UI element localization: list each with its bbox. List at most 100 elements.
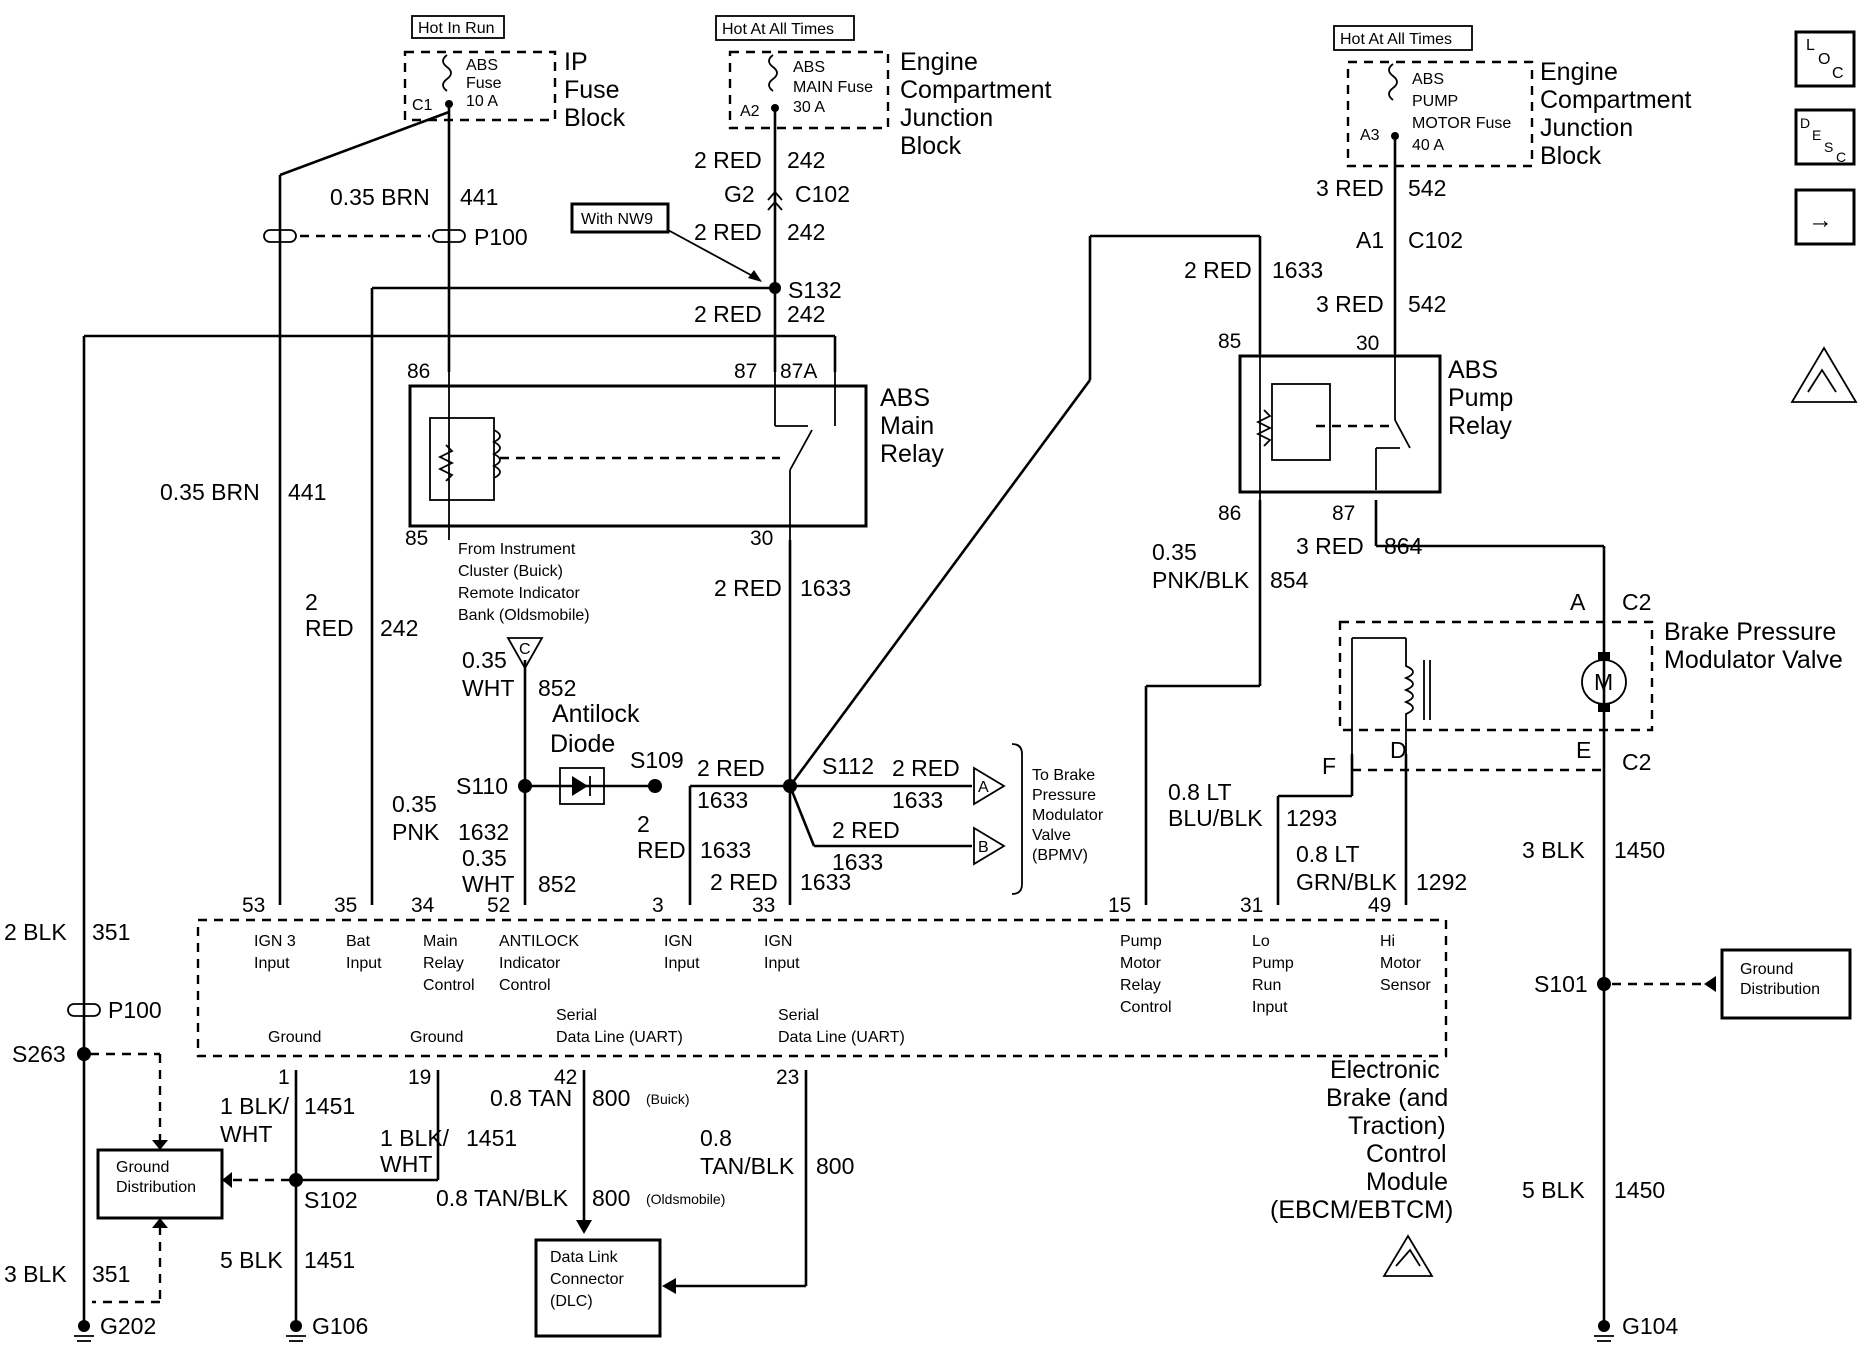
main-relay-pin-86: 86 <box>407 360 430 383</box>
ecjb-label-1: Engine <box>900 48 978 76</box>
p100-bottom-label: P100 <box>108 997 162 1023</box>
svg-text:O: O <box>1818 51 1830 68</box>
wire-1292-a: 0.8 LT <box>1296 841 1360 867</box>
wire-351-num-a: 351 <box>92 919 130 945</box>
s102-label: S102 <box>304 1187 358 1213</box>
pump-relay-name-3: Relay <box>1448 412 1512 440</box>
module-name-5: Module <box>1366 1168 1448 1196</box>
ecjb2-label-4: Block <box>1540 142 1602 170</box>
module-pin-label-53-0: IGN 3 <box>254 933 296 950</box>
wire-1633-h1-num: 1633 <box>892 787 943 813</box>
module-pin-label-49-1: Motor <box>1380 955 1422 972</box>
module-bottom-pin-label-19-0: Ground <box>410 1029 463 1046</box>
c2-a-label: C2 <box>1622 589 1651 615</box>
wire-242-b-num: 242 <box>787 219 825 245</box>
wire-852-num-b: 852 <box>538 871 576 897</box>
abs-pump-fuse-line3: MOTOR Fuse <box>1412 115 1511 132</box>
wire-1633-h3-color: 2 RED <box>832 817 900 843</box>
a1-label: A1 <box>1356 227 1384 253</box>
abs-pump-fuse-line1: ABS <box>1412 71 1444 88</box>
abs-main-relay: 86 85 87 87A 30 ABS Main Relay <box>405 360 944 550</box>
motor-label: M <box>1594 669 1613 695</box>
wire-854-num: 854 <box>1270 567 1309 593</box>
svg-text:S: S <box>1824 139 1833 155</box>
wire-351-a: 2 BLK <box>4 919 67 945</box>
ecjb-label-2: Compartment <box>900 76 1051 104</box>
wire-441-color: 0.35 BRN <box>330 184 430 210</box>
module-pin-52: 52 <box>487 894 510 917</box>
wire-854-b: PNK/BLK <box>1152 567 1250 593</box>
c102-label: C102 <box>795 181 850 207</box>
wire-1292-num: 1292 <box>1416 869 1467 895</box>
module-pin-label-52-1: Indicator <box>499 955 561 972</box>
s109-label: S109 <box>630 747 684 773</box>
module-pin-label-34-2: Control <box>423 977 475 994</box>
module-pin-49: 49 <box>1368 894 1391 917</box>
module-pin-label-3-0: IGN <box>664 933 692 950</box>
module-bottom-pin-label-1-0: Ground <box>268 1029 321 1046</box>
conn-b-label: B <box>978 839 989 856</box>
from-cluster-3: Remote Indicator <box>458 585 581 602</box>
ecjb2-label-1: Engine <box>1540 58 1618 86</box>
abs-pump-fuse-line2: PUMP <box>1412 93 1458 110</box>
from-cluster-4: Bank (Oldsmobile) <box>458 607 590 624</box>
from-cluster-1: From Instrument <box>458 541 576 558</box>
main-relay-name-1: ABS <box>880 384 930 412</box>
c102-b-label: C102 <box>1408 227 1463 253</box>
wire-852-c: 0.35 <box>462 845 507 871</box>
g104-label: G104 <box>1622 1313 1678 1339</box>
wire-1451-a2: WHT <box>220 1121 272 1147</box>
esd-warning-icon <box>1790 346 1858 403</box>
ip-fuse-line3: 10 A <box>466 93 498 110</box>
wire-1632-num: 1632 <box>458 819 509 845</box>
abs-main-fuse-line3: 30 A <box>793 99 825 116</box>
module-pin-label-31-1: Pump <box>1252 955 1294 972</box>
wire-441-mid-color: 0.35 BRN <box>160 479 260 505</box>
wire-242-vert-num: 242 <box>380 615 418 641</box>
wire-1450-a: 3 BLK <box>1522 837 1585 863</box>
main-relay-pin-87a: 87A <box>780 360 817 383</box>
wire-441-num: 441 <box>460 184 498 210</box>
wire-1633-top-num: 1633 <box>1272 257 1323 283</box>
wire-1450-num-a: 1450 <box>1614 837 1665 863</box>
ground-dist-left-1: Ground <box>116 1159 169 1176</box>
module-pin-label-53-1: Input <box>254 955 290 972</box>
bpmv: Brake Pressure Modulator Valve M F D E C… <box>1168 618 1852 1342</box>
arrow-icon[interactable]: → <box>1794 188 1856 246</box>
wire-800-tanblk-b: TAN/BLK <box>700 1153 795 1179</box>
wire-864-num: 864 <box>1384 533 1423 559</box>
abs-main-fuse-line1: ABS <box>793 59 825 76</box>
main-relay-name-3: Relay <box>880 440 944 468</box>
module-pin-label-15-2: Relay <box>1120 977 1161 994</box>
c2-a-pin: A <box>1570 589 1586 615</box>
wire-852-b: WHT <box>462 675 514 701</box>
to-bpmv-4: Valve <box>1032 827 1071 844</box>
main-relay-pin-85: 85 <box>405 527 428 550</box>
desc-icon[interactable]: D E S C <box>1794 108 1856 166</box>
wire-1450-num-b: 1450 <box>1614 1177 1665 1203</box>
module-pin-label-33-1: Input <box>764 955 800 972</box>
module-pin-label-31-3: Input <box>1252 999 1288 1016</box>
svg-text:E: E <box>1812 127 1821 143</box>
module-pin-label-35-1: Input <box>346 955 382 972</box>
module-pin-label-34-0: Main <box>423 933 458 950</box>
s112-label: S112 <box>822 753 874 779</box>
pump-relay-pin-87: 87 <box>1332 502 1355 525</box>
wire-800-a: 0.8 TAN <box>490 1085 572 1111</box>
dlc-2: Connector <box>550 1271 624 1288</box>
wire-242-c-num: 242 <box>787 301 825 327</box>
svg-text:L: L <box>1806 37 1815 54</box>
pump-relay-pin-85: 85 <box>1218 330 1241 353</box>
loc-icon[interactable]: L O C <box>1794 30 1856 88</box>
wire-800-num-b: 800 <box>816 1153 854 1179</box>
wire-1451-c: 5 BLK <box>220 1247 283 1273</box>
wire-1633-v-num: 1633 <box>700 837 751 863</box>
s132-label: S132 <box>788 277 842 303</box>
module-pin-31: 31 <box>1240 894 1263 917</box>
wire-1451-a1: 1 BLK/ <box>220 1093 290 1119</box>
svg-text:C: C <box>1836 149 1846 165</box>
pin-d: D <box>1390 737 1407 763</box>
wire-1633-bottom-color: 2 RED <box>710 869 778 895</box>
dlc-3: (DLC) <box>550 1293 593 1310</box>
